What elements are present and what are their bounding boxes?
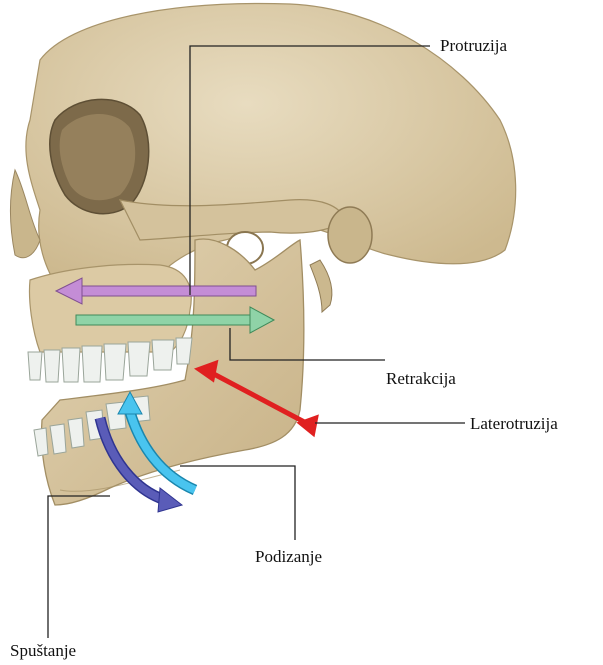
label-elevation: Podizanje — [255, 548, 322, 565]
elevation-leader — [180, 466, 295, 540]
depression-leader — [48, 496, 110, 638]
maxilla — [29, 264, 191, 352]
label-depression: Spuštanje — [10, 642, 76, 659]
label-retraction: Retrakcija — [386, 370, 456, 387]
styloid-process — [310, 260, 332, 312]
label-laterotrusion: Laterotruzija — [470, 415, 558, 432]
mastoid-process — [328, 207, 372, 263]
zygomatic-arch — [120, 200, 345, 240]
label-protrusion: Protruzija — [440, 37, 507, 54]
